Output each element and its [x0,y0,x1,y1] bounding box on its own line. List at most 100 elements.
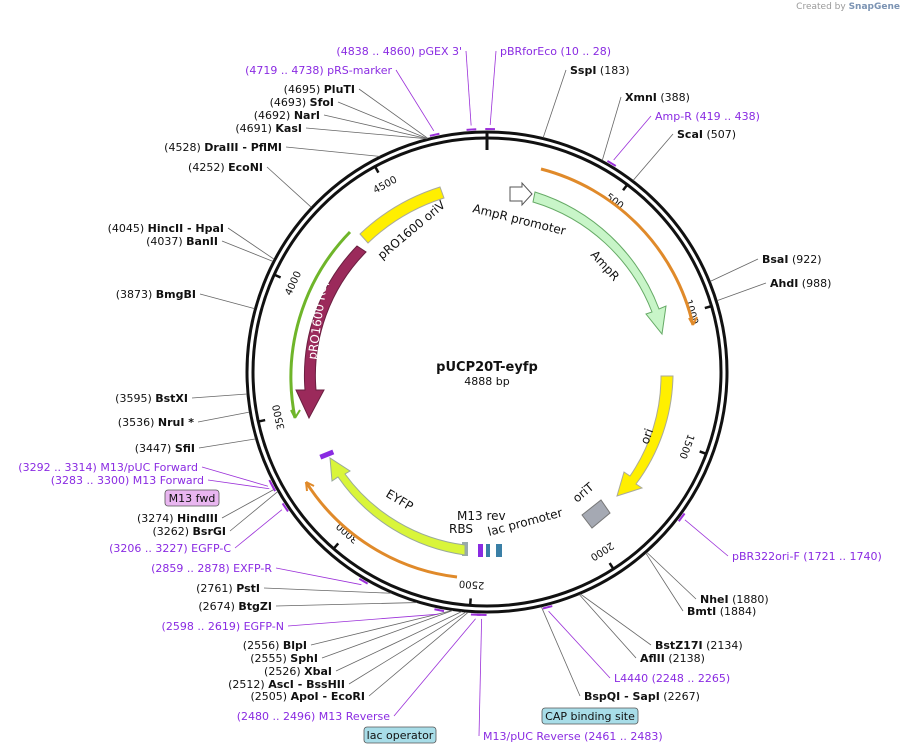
site-label: (3447) SfiI [135,442,195,455]
site-position: (1884) [716,605,756,618]
primer-leader-line [287,613,439,627]
feature-pro1600-oriv-box[interactable] [359,186,445,244]
site-label: (4045) HincII - HpaI [108,222,224,235]
site-position: (2526) [264,665,304,678]
feature-orit-box[interactable] [581,499,611,529]
site-label: (2556) BlpI [243,639,307,652]
feature-label-orit: oriT [570,479,597,505]
site-name: AscI [268,678,294,691]
tick-label: 3500 [271,403,287,430]
site-position: (4045) [108,222,148,235]
primer-leader-line [684,519,729,557]
site-label: ScaI (507) [677,128,736,141]
site-name: BsrGI [193,525,226,538]
feature-m13-rev[interactable] [478,544,483,557]
tick-mark [332,542,340,550]
site-leader-line [321,610,453,659]
site-leader-line [197,411,250,423]
primer-name: pRS-marker [327,64,392,77]
feature-ori-arrow[interactable] [616,375,674,497]
primer-name: M13/pUC Forward [100,461,198,474]
features[interactable] [289,167,698,579]
site-position: (183) [596,64,629,77]
primer-name: pBRforEco [500,45,557,58]
site-position: (2761) [196,582,236,595]
site-leader-line [285,146,380,157]
primer-range: (2480 .. 2496) [237,710,319,723]
site-leader-line [645,552,684,612]
tick-label: 4000 [283,270,304,298]
site-leader-line [275,602,417,607]
feature-rep-green-line [289,230,352,419]
site-leader-line [348,611,467,685]
lac-operator-box[interactable]: lac operator [363,726,437,744]
tick-mark [258,418,266,423]
site-name: SspI [570,64,596,77]
site-position: (4037) [146,235,186,248]
tick-mark [704,304,712,310]
primer-leader-line [393,618,476,717]
site-leader-line [221,240,274,262]
site-leader-line [323,114,428,139]
primer-label: (2859 .. 2878) EXFP-R [151,562,272,575]
feature-eyfp-arrow[interactable] [329,457,466,556]
site-leader-line [601,96,622,161]
site-leader-line [580,593,652,646]
m13-fwd-label: M13 fwd [169,492,216,505]
feature-lac-promoter[interactable] [496,544,502,557]
site-leader-line [579,594,637,659]
restriction-sites: SspI (183)XmnI (388)ScaI (507)BsaI (922)… [108,64,832,703]
site-position: (4692) [254,109,294,122]
feature-m13-fwd-mark[interactable] [319,449,335,460]
site-position: (4693) [270,96,310,109]
site-name: NheI [700,593,729,606]
site-label: (2674) BtgZI [198,600,272,613]
primer-mark [358,577,369,585]
primer-range: (2461 .. 2483) [581,730,663,743]
site-leader-line [198,438,256,449]
site-leader-line [305,127,427,140]
primer-leader-line [234,509,283,549]
primer-name: M13/pUC Reverse [483,730,581,743]
primer-name: EXFP-R [233,562,272,575]
primer-leader-line [207,479,270,490]
site-name: BstZ17I [655,639,703,652]
site-position: (3536) [118,416,158,429]
cap-binding-site-box[interactable]: CAP binding site [541,707,639,725]
site-label: BstZ17I (2134) [655,639,743,652]
site-position: (2555) [250,652,290,665]
site-label: XmnI (388) [625,91,690,104]
site-position: (3262) [152,525,192,538]
feature-pro1600-rep-arrow[interactable] [295,245,367,420]
site-position: (3873) [116,288,156,301]
site-label: SspI (183) [570,64,630,77]
primer-leader-line [465,50,472,126]
credit-prefix: Created by [796,2,846,12]
boxed-labels[interactable]: M13 fwd CAP binding site lac operator [164,489,639,744]
tick-label: 2000 [588,539,615,562]
site-position: (4252) [188,161,228,174]
primer-mark [434,608,445,613]
site-name: XbaI [304,665,332,678]
lac-operator-label: lac operator [367,729,434,742]
tick-label: 1500 [676,432,695,460]
site-leader-line [199,293,255,310]
feature-lac-operator[interactable] [486,544,490,557]
site-leader-line [632,133,674,181]
primer-name: Amp-R [655,110,692,123]
primer-leader-line [201,466,269,487]
site-position: (922) [788,253,821,266]
feature-ampr-arrow[interactable] [532,191,667,336]
site-position: (3274) [137,512,177,525]
site-name: BlpI [283,639,307,652]
site-secondary: - SapI [620,690,660,703]
site-secondary: - BssHII [294,678,345,691]
site-label: NheI (1880) [700,593,769,606]
feature-ampr-promoter-arrow[interactable] [509,181,533,207]
site-position: (4695) [284,83,324,96]
site-position: (3595) [115,392,155,405]
cap-binding-site-label: CAP binding site [545,710,635,723]
site-leader-line [540,606,581,697]
m13-fwd-box[interactable]: M13 fwd [164,489,220,507]
site-position: (2267) [660,690,700,703]
